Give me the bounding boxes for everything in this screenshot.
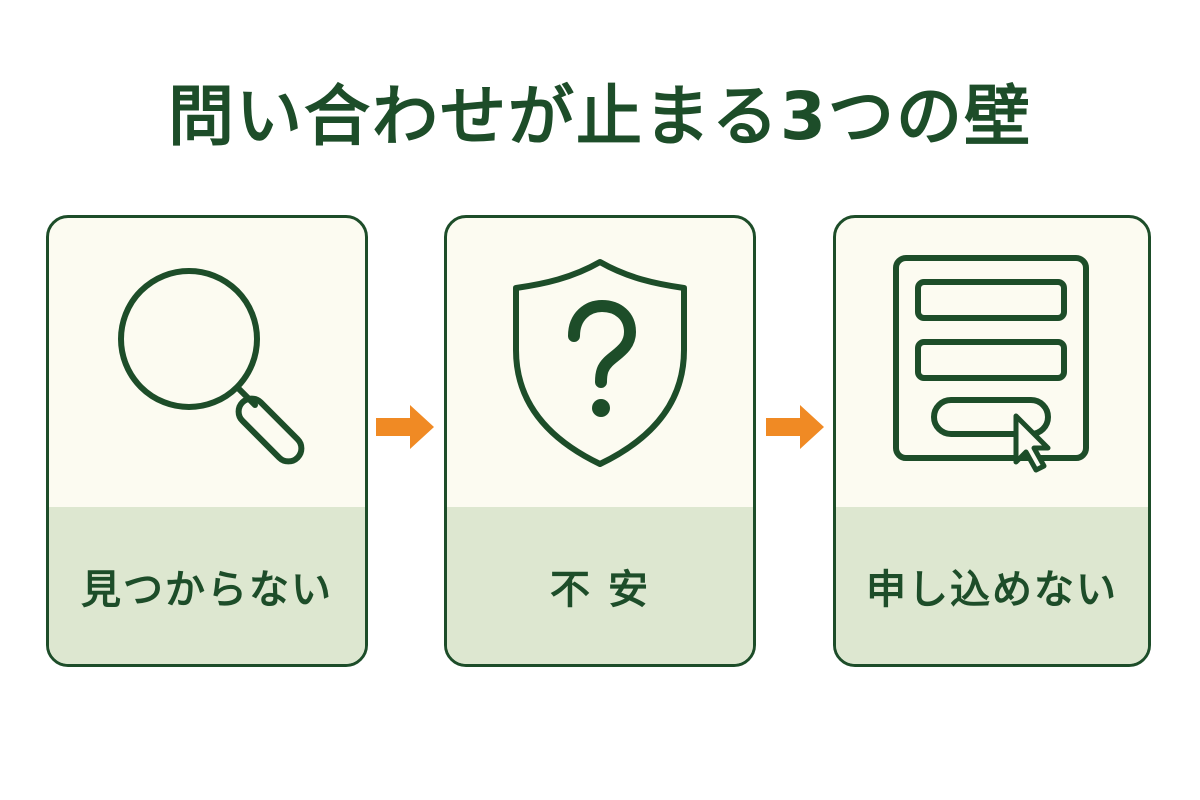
step-label-anxiety: 不 安 (550, 566, 650, 613)
arrow-right-icon (766, 405, 824, 449)
step-card-footer: 申し込めない (836, 507, 1148, 664)
step-card-not-found: 見つからない (46, 215, 368, 667)
arrow-right-icon (376, 405, 434, 449)
step-card-cannot-apply: 申し込めない (833, 215, 1151, 667)
step-card-icon-area (836, 218, 1148, 510)
step-label-not-found: 見つからない (81, 566, 333, 613)
step-card-icon-area (447, 218, 753, 510)
step-card-footer: 不 安 (447, 507, 753, 664)
magnifying-glass-icon (118, 268, 305, 465)
step-card-footer: 見つからない (49, 507, 365, 664)
step-label-cannot-apply: 申し込めない (866, 566, 1118, 613)
page-title: 問い合わせが止まる3つの壁 (168, 78, 1032, 155)
form-cursor-icon (893, 255, 1089, 473)
step-card-anxiety: 不 安 (444, 215, 756, 667)
shield-question-icon (513, 259, 687, 467)
step-card-icon-area (49, 218, 365, 510)
